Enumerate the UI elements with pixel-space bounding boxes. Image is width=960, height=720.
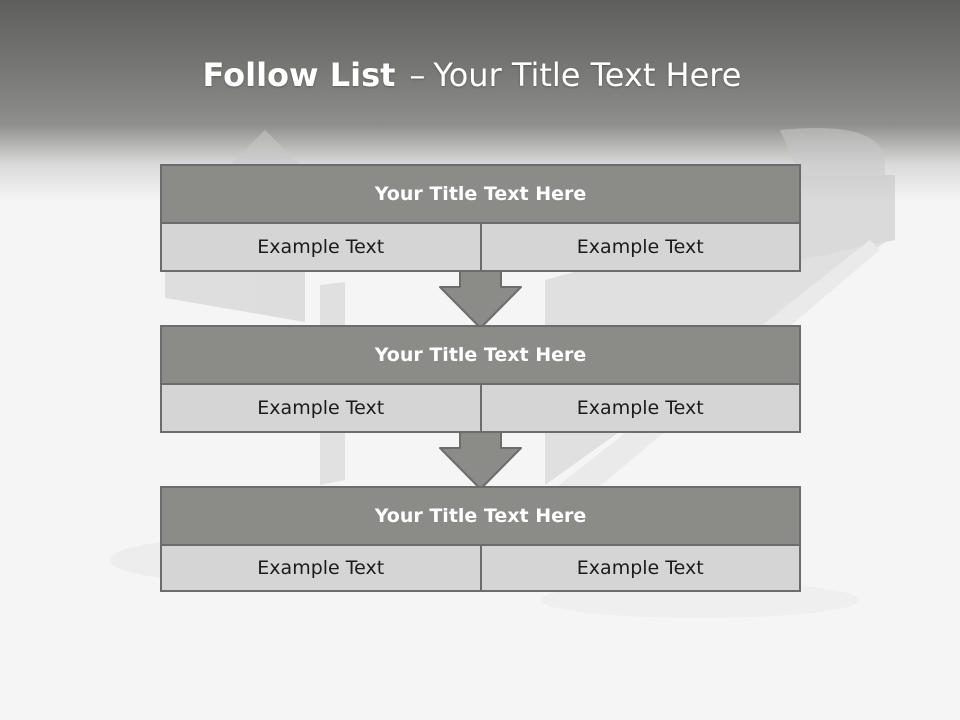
title-bold: Follow List	[202, 56, 396, 94]
block-title: Your Title Text Here	[162, 488, 799, 546]
down-arrow-icon	[439, 270, 522, 329]
block-cell-right: Example Text	[479, 224, 799, 270]
block-cell-left: Example Text	[162, 546, 480, 590]
block-title: Your Title Text Here	[162, 327, 799, 385]
block-title: Your Title Text Here	[162, 166, 799, 224]
list-block-1: Your Title Text Here Example Text Exampl…	[160, 164, 801, 272]
block-cell-right: Example Text	[479, 385, 799, 431]
page-title: Follow List–Your Title Text Here	[0, 52, 944, 98]
block-cell-right: Example Text	[479, 546, 799, 590]
title-dash: –	[409, 56, 426, 94]
list-block-2: Your Title Text Here Example Text Exampl…	[160, 325, 801, 433]
block-row: Example Text Example Text	[162, 385, 799, 431]
down-arrow-icon	[439, 431, 522, 490]
block-cell-left: Example Text	[162, 224, 480, 270]
block-row: Example Text Example Text	[162, 546, 799, 590]
list-block-3: Your Title Text Here Example Text Exampl…	[160, 486, 801, 592]
block-row: Example Text Example Text	[162, 224, 799, 270]
title-rest: Your Title Text Here	[433, 56, 742, 94]
block-cell-left: Example Text	[162, 385, 480, 431]
